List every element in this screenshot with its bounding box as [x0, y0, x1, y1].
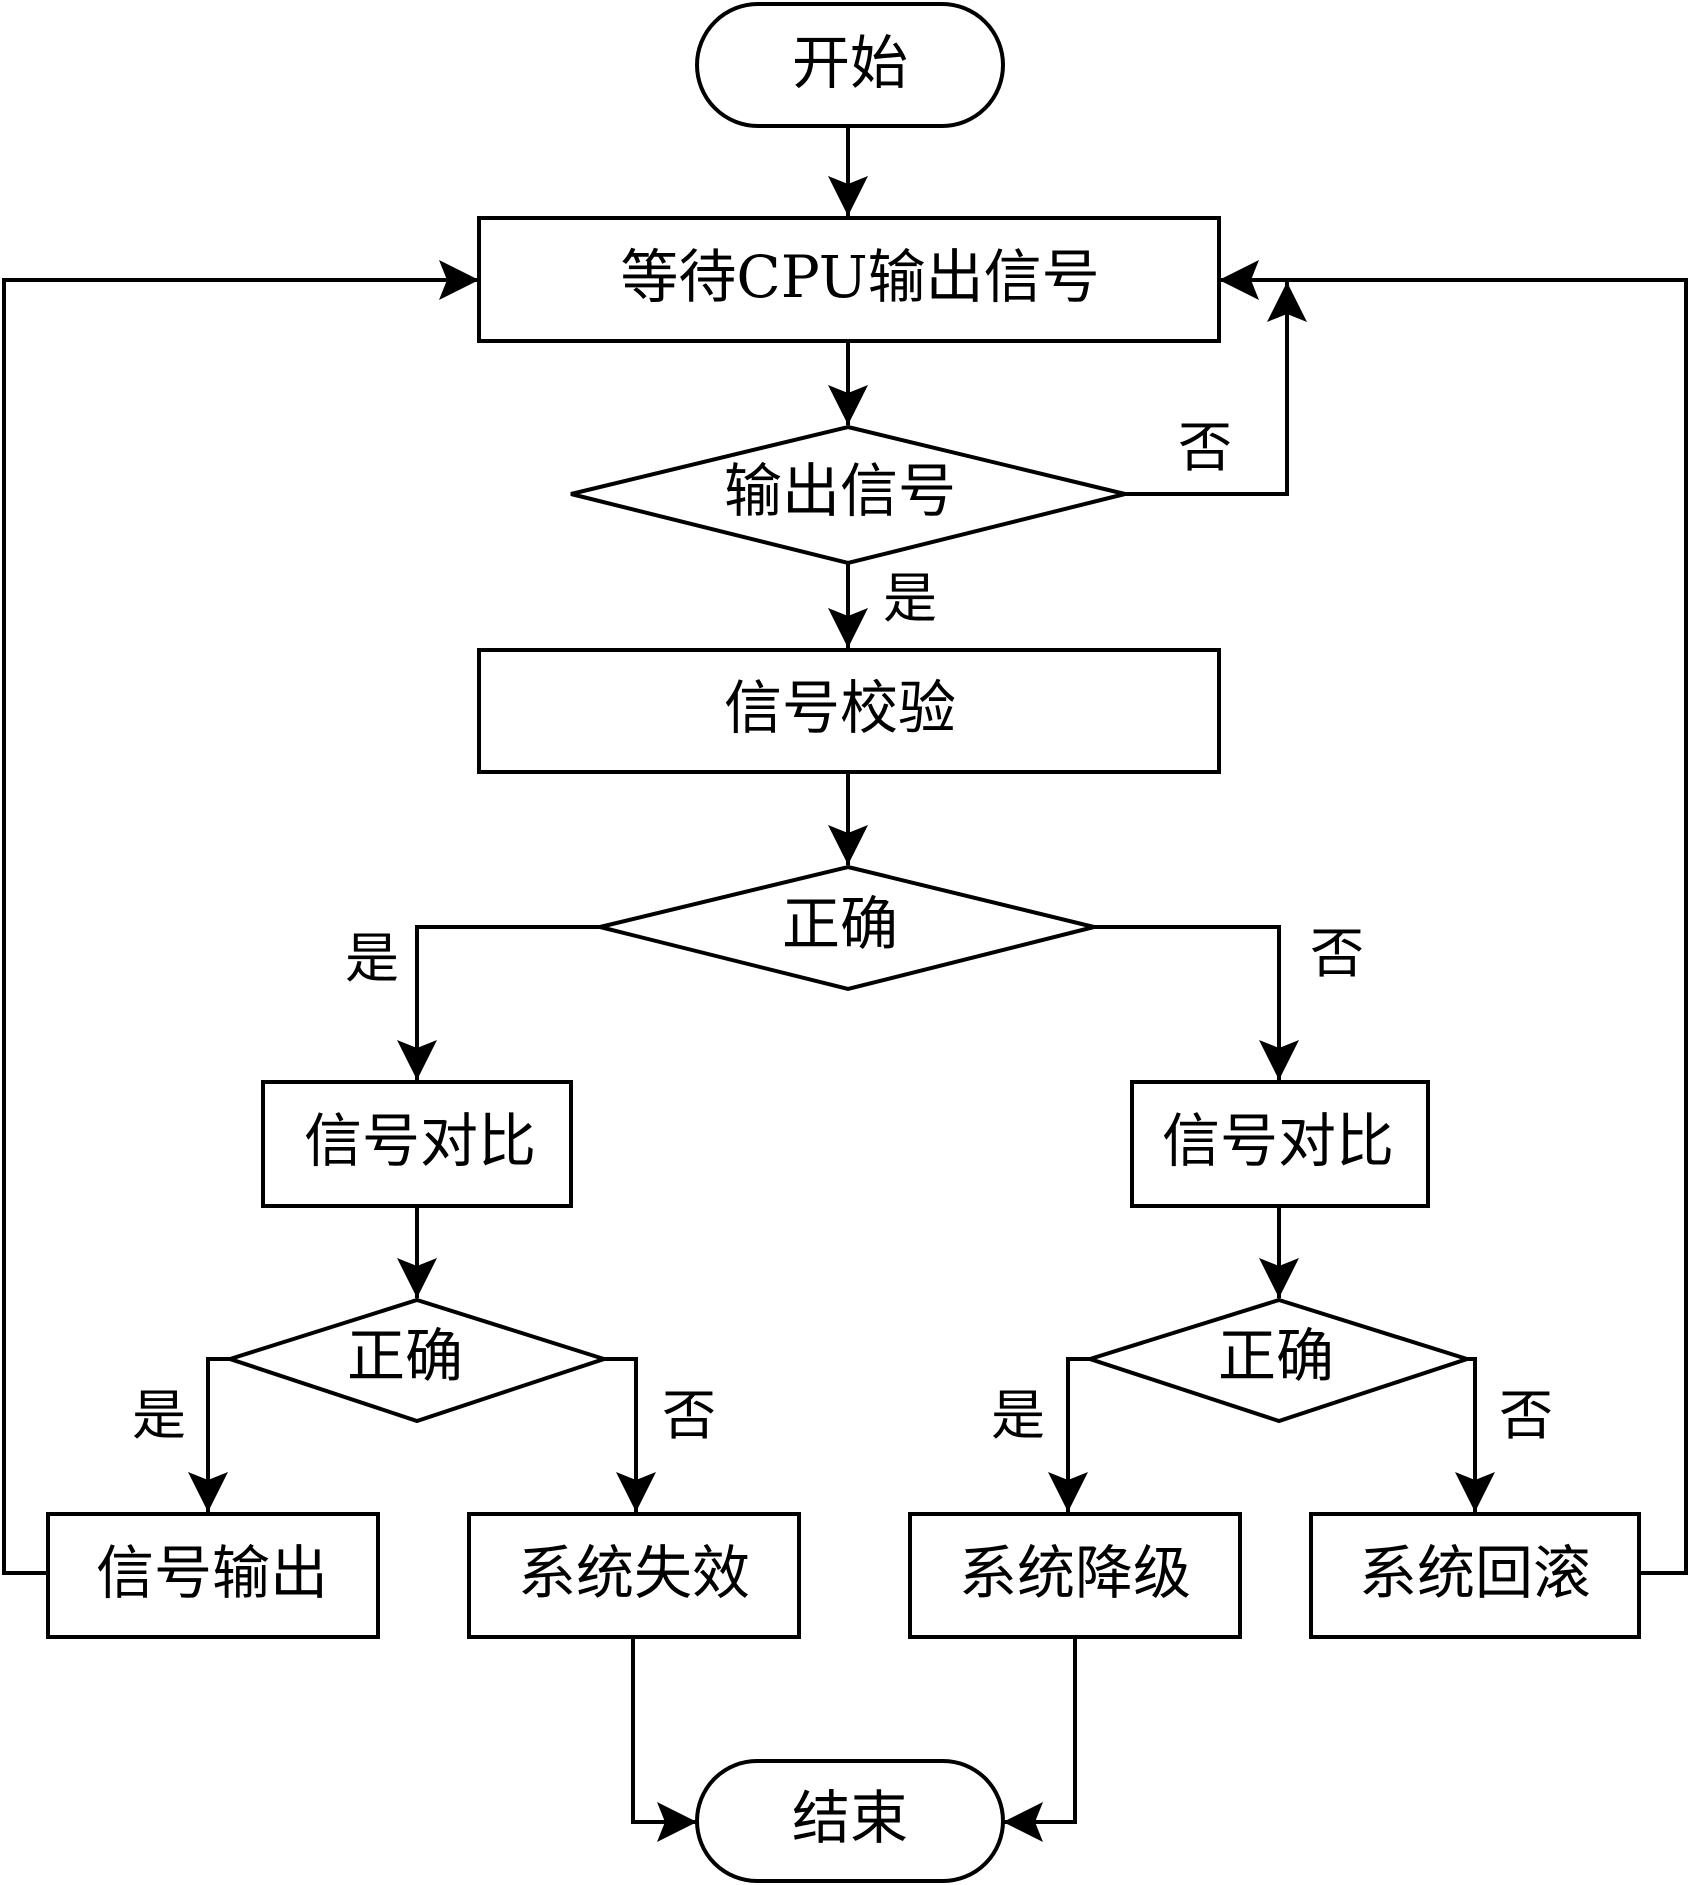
edge-right-yes: [1048, 1357, 1090, 1512]
node-start: 开始: [695, 2, 1005, 128]
node-end: 结束: [695, 1759, 1005, 1883]
node-wait-label: 等待CPU输出信号: [620, 243, 1099, 311]
node-system-failure: 系统失效: [467, 1512, 801, 1639]
node-compare-right-label: 信号对比: [1162, 1107, 1394, 1175]
node-system-rollback: 系统回滚: [1309, 1512, 1641, 1639]
node-correct-decision-left-label: 正确: [347, 1322, 463, 1390]
edge-right-no: [1455, 1357, 1495, 1512]
edge-label-output-yes: 是: [883, 567, 937, 630]
edge-left-yes: [188, 1357, 230, 1512]
node-signal-output-label: 信号输出: [96, 1539, 328, 1607]
edge-label-right-yes: 是: [991, 1384, 1045, 1447]
node-verify: 信号校验: [477, 648, 1221, 774]
node-correct-decision-right-label: 正确: [1218, 1322, 1334, 1390]
node-correct-decision-right: 正确: [1083, 1297, 1474, 1424]
edge-left-no: [604, 1357, 656, 1512]
edge-label-right-no: 否: [1499, 1384, 1553, 1447]
edge-correct1-no: [1094, 925, 1299, 1080]
edge-labels: 否 是 是 否 是 否 是 否: [132, 416, 1553, 1447]
node-system-degrade-label: 系统降级: [959, 1539, 1191, 1607]
edge-failure-end: [631, 1637, 697, 1842]
edge-degrade-end: [1003, 1637, 1077, 1842]
edge-label-correct1-yes: 是: [345, 927, 399, 990]
node-correct-decision-1: 正确: [599, 864, 1095, 992]
node-output-decision-label: 输出信号: [724, 457, 956, 525]
node-system-failure-label: 系统失效: [518, 1539, 750, 1607]
node-correct-decision-1-label: 正确: [782, 890, 898, 958]
node-verify-label: 信号校验: [724, 674, 956, 742]
node-end-label: 结束: [792, 1784, 908, 1852]
edge-label-correct1-no: 否: [1310, 922, 1364, 985]
node-signal-output: 信号输出: [46, 1512, 380, 1639]
connectors: [2, 126, 1688, 1842]
node-correct-decision-left: 正确: [223, 1297, 611, 1424]
edge-correct1-yes: [397, 925, 600, 1080]
node-compare-left: 信号对比: [261, 1080, 573, 1208]
edge-output-no-loop: [1125, 282, 1307, 496]
edge-label-left-yes: 是: [132, 1384, 186, 1447]
node-start-label: 开始: [792, 29, 908, 97]
edge-rollback-loop: [1219, 260, 1688, 1575]
node-system-degrade: 系统降级: [908, 1512, 1242, 1639]
node-compare-left-label: 信号对比: [304, 1107, 536, 1175]
node-output-decision: 输出信号: [570, 424, 1126, 566]
edge-label-left-no: 否: [662, 1384, 716, 1447]
node-system-rollback-label: 系统回滚: [1359, 1539, 1591, 1607]
edge-label-output-no: 否: [1178, 416, 1232, 479]
node-compare-right: 信号对比: [1130, 1080, 1430, 1208]
node-wait: 等待CPU输出信号: [477, 216, 1221, 343]
edge-signal-output-loop: [2, 260, 479, 1575]
